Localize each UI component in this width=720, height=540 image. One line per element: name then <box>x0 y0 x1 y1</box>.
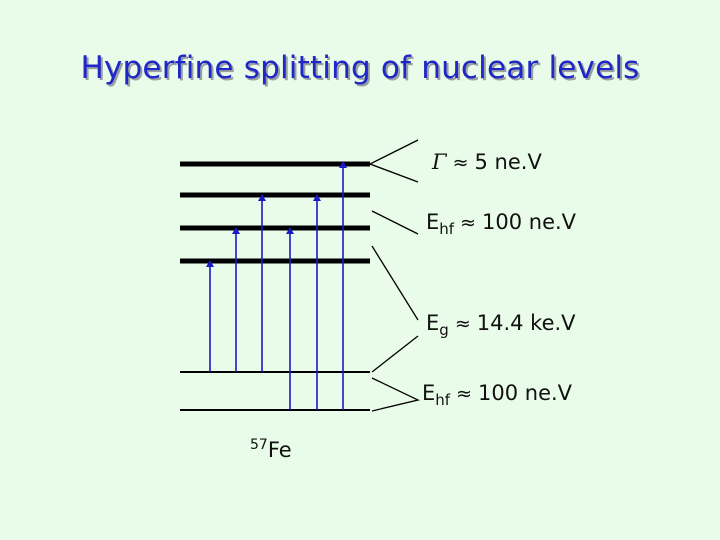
ehf-lower-leader-bottom <box>371 377 420 412</box>
ehf-upper-leader-bottom <box>371 245 419 321</box>
approx-symbol: ≈ <box>456 383 472 405</box>
eg-label: Eg ≈14.4 ke.V <box>426 311 576 339</box>
ehf-subscript: hf <box>439 220 455 238</box>
eg-subscript: g <box>439 321 449 339</box>
ehf-symbol: E <box>426 210 440 234</box>
approx-symbol: ≈ <box>460 212 476 234</box>
ehf-subscript: hf <box>435 391 451 409</box>
isotope-label: 57Fe <box>250 437 292 462</box>
ehf-upper-leader-top <box>371 210 419 235</box>
ehf-lower-label: Ehf ≈100 ne.V <box>422 381 572 409</box>
slide-title: Hyperfine splitting of nuclear levels <box>80 50 640 86</box>
gamma-value: 5 ne.V <box>474 150 542 174</box>
approx-symbol: ≈ <box>454 313 471 335</box>
eg-value: 14.4 ke.V <box>476 311 576 335</box>
gamma-bracket <box>368 139 419 183</box>
isotope-mass-number: 57 <box>250 437 268 453</box>
ehf-lower-leader-top <box>371 335 419 373</box>
gamma-symbol: Γ <box>432 150 447 174</box>
isotope-element: Fe <box>267 438 292 462</box>
ehf-lower-value: 100 ne.V <box>478 381 573 405</box>
approx-symbol: ≈ <box>452 152 469 174</box>
ehf-upper-label: Ehf ≈100 ne.V <box>426 210 576 238</box>
ehf-upper-value: 100 ne.V <box>482 210 577 234</box>
eg-symbol: E <box>426 311 440 335</box>
gamma-label: Γ≈5 ne.V <box>432 150 542 174</box>
ehf-symbol: E <box>422 381 436 405</box>
